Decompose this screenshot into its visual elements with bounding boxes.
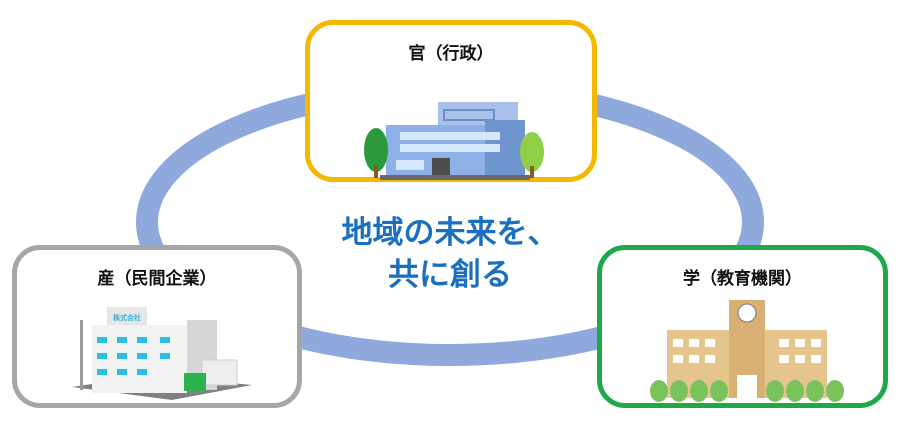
- company-sign: 株式会社: [113, 313, 141, 322]
- government-building-icon: [364, 102, 544, 180]
- slogan-line-1: 地域の未来を、: [341, 215, 559, 251]
- government-label: 官（行政）: [408, 44, 494, 64]
- government-node: 官（行政）: [305, 20, 597, 182]
- center-slogan: 地域の未来を、 共に創る: [310, 212, 590, 296]
- school-building-icon: [650, 300, 844, 402]
- company-building-icon: 株式会社: [72, 307, 252, 400]
- academia-node: 学（教育機関）: [597, 245, 888, 408]
- slogan-line-2: 共に創る: [388, 257, 512, 293]
- academia-label: 学（教育機関）: [683, 269, 802, 289]
- industry-node: 産（民間企業） 株式会社: [12, 245, 302, 408]
- industry-label: 産（民間企業）: [97, 269, 217, 289]
